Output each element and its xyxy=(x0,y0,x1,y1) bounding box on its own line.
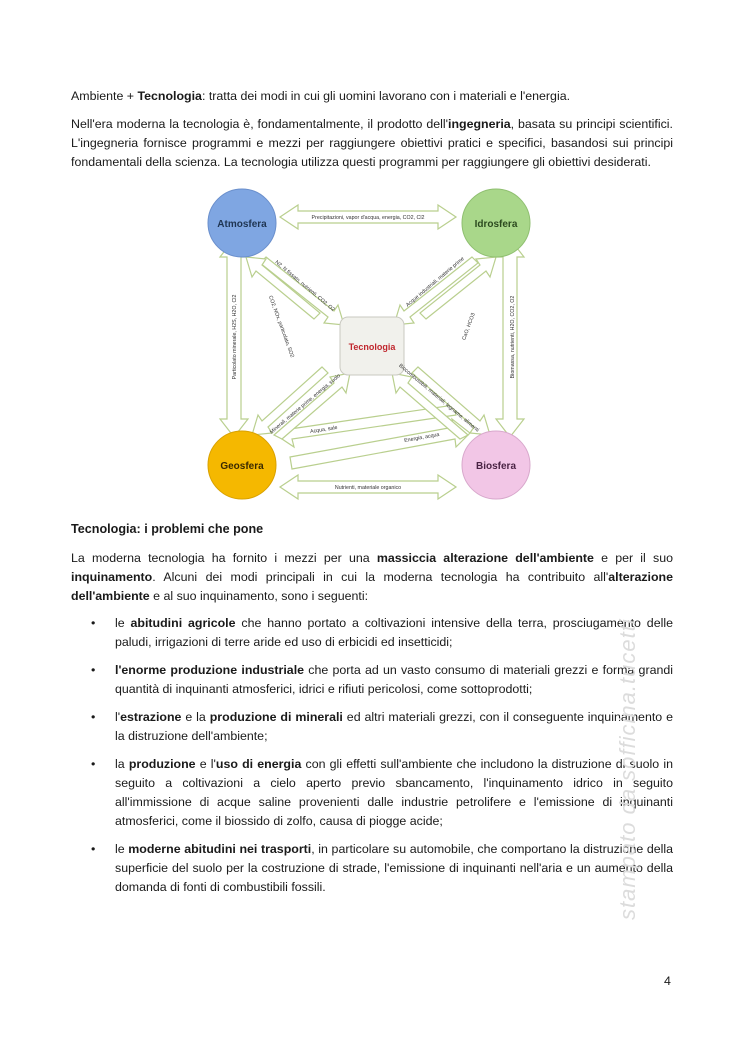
bullet-icon: • xyxy=(91,842,96,856)
item-bold: estrazione xyxy=(120,710,182,724)
node-geosfera xyxy=(207,430,277,500)
node-atmosfera xyxy=(207,188,277,258)
item-text: l' xyxy=(115,710,121,724)
item-bold: l'enorme produzione industriale xyxy=(115,663,305,677)
bullet-list: • le abitudini agricole che hanno portat… xyxy=(71,614,673,906)
arrow-tech-idro xyxy=(419,256,497,320)
node-idrosfera xyxy=(461,188,531,258)
item-text: le xyxy=(115,842,129,856)
intro-text: : tratta dei modi in cui gli uomini lavo… xyxy=(201,89,571,103)
intro-paragraph-2: Nell'era moderna la tecnologia è, fondam… xyxy=(71,115,673,172)
node-tecnologia xyxy=(339,316,405,376)
intro-text: Nell'era moderna la tecnologia è, fondam… xyxy=(71,117,448,131)
item-text: che porta ad un vasto consumo di materia… xyxy=(115,663,673,696)
intro-bold: ingegneria xyxy=(448,117,511,131)
arrow-idro-tech xyxy=(393,256,479,326)
arrow-tech-bio xyxy=(411,366,491,436)
item-bold: abitudini agricole xyxy=(130,616,236,630)
node-label-atmosfera: Atmosfera xyxy=(217,219,267,230)
intro-bold: Tecnologia xyxy=(137,89,202,103)
arrow-geo-tech xyxy=(272,372,351,440)
list-item: • le moderne abitudini nei trasporti, in… xyxy=(71,840,673,897)
list-item: • la produzione e l'uso di energia con g… xyxy=(71,755,673,831)
page-number: 4 xyxy=(664,974,671,988)
bullet-icon: • xyxy=(91,710,96,724)
label-acqua-sale: Acqua, sale xyxy=(310,425,338,435)
bullet-icon: • xyxy=(91,616,96,630)
node-label-idrosfera: Idrosfera xyxy=(475,219,518,230)
label-tech-atm: CO2, NOx, particolato, SO2 xyxy=(267,295,295,359)
label-bottom: Nutrienti, materiale organico xyxy=(335,485,401,491)
intro-paragraph-1: Ambiente + Tecnologia: tratta dei modi i… xyxy=(71,87,673,106)
item-text: che hanno portato a coltivazioni intensi… xyxy=(115,616,673,649)
section-bold: inquinamento xyxy=(71,570,153,584)
node-label-biosfera: Biosfera xyxy=(476,461,516,472)
diagram-arrows xyxy=(218,203,526,501)
section-heading: Tecnologia: i problemi che pone xyxy=(71,522,264,536)
item-bold: produzione di minerali xyxy=(209,710,343,724)
item-bold: moderne abitudini nei trasporti xyxy=(128,842,312,856)
intro-text: Ambiente + xyxy=(71,89,138,103)
item-bold: produzione xyxy=(128,757,196,771)
item-text: e l' xyxy=(195,757,216,771)
arrow-bottom xyxy=(278,473,458,501)
bullet-icon: • xyxy=(91,757,96,771)
node-label-geosfera: Geosfera xyxy=(220,461,264,472)
label-bio-tech: Biocombustibili, materiali, legname, ali… xyxy=(397,363,480,434)
intro-text: , basata su principi scientifici. L'inge… xyxy=(71,117,673,169)
item-text: , in particolare su automobile, che comp… xyxy=(115,842,674,894)
node-label-tecnologia: Tecnologia xyxy=(349,342,397,352)
arrow-tech-atm xyxy=(245,256,321,320)
arrow-bio-tech xyxy=(391,372,470,440)
list-item: • l'enorme produzione industriale che po… xyxy=(71,661,673,699)
arrow-tech-geo xyxy=(251,366,329,436)
list-item: • le abitudini agricole che hanno portat… xyxy=(71,614,673,652)
section-bold: alterazione dell'ambiente xyxy=(71,570,673,603)
label-left: Particolato minerale, H2S, H2O, Cl2 xyxy=(232,295,238,380)
watermark: stampato da sofficina.tucetti xyxy=(615,618,640,920)
arrow-right xyxy=(494,238,526,438)
label-tech-idro: CaO, HCO3 xyxy=(461,312,476,341)
label-right: Biomassa, nutrienti, H2O, CO2, O2 xyxy=(510,296,516,379)
item-text: la xyxy=(115,757,129,771)
section-text: . Alcuni dei modi principali in cui la m… xyxy=(152,570,609,584)
section-text: La moderna tecnologia ha fornito i mezzi… xyxy=(71,551,377,565)
item-text: e la xyxy=(181,710,210,724)
item-text: con gli effetti sull'ambiente che includ… xyxy=(115,757,673,828)
section-bold: massiccia alterazione dell'ambiente xyxy=(376,551,594,565)
item-text: le xyxy=(115,616,131,630)
item-text: ed altri materiali grezzi, con il conseg… xyxy=(115,710,673,743)
section-text: e al suo inquinamento, sono i seguenti: xyxy=(149,589,369,603)
list-item: • l'estrazione e la produzione di minera… xyxy=(71,708,673,746)
item-bold: uso di energia xyxy=(215,757,302,771)
section-paragraph: La moderna tecnologia ha fornito i mezzi… xyxy=(71,549,673,606)
cycle-diagram: Atmosfera Idrosfera Geosfera Biosfera Te… xyxy=(207,188,531,501)
bullet-icon: • xyxy=(91,663,96,677)
label-top: Precipitazioni, vapor d'acqua, energia, … xyxy=(312,215,425,221)
arrow-atm-tech xyxy=(259,256,345,326)
section-text: e per il suo xyxy=(593,551,673,565)
node-biosfera xyxy=(461,430,531,500)
arrow-top xyxy=(278,203,458,231)
